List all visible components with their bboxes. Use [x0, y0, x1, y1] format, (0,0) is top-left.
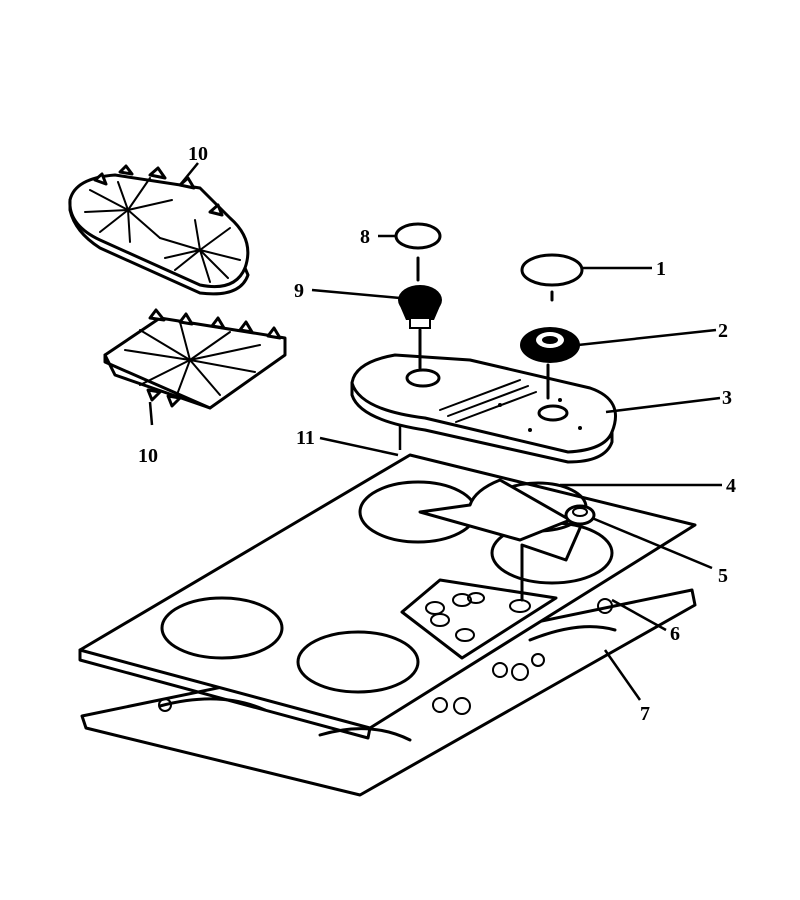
callout-8: 8	[360, 226, 370, 248]
callout-9: 9	[294, 280, 304, 302]
leader-lines	[148, 162, 722, 701]
small-burner-head	[398, 285, 442, 370]
callout-1: 1	[656, 258, 666, 280]
large-burner-cap	[520, 253, 584, 302]
fitting	[564, 504, 596, 526]
callout-10-lower: 10	[138, 445, 158, 467]
cooktop-glass	[78, 453, 697, 740]
large-burner-head	[520, 327, 580, 400]
burner-tray	[350, 353, 617, 464]
callout-4: 4	[726, 475, 736, 497]
callout-6: 6	[670, 623, 680, 645]
small-burner-cap	[394, 222, 442, 282]
callout-7: 7	[640, 703, 650, 725]
callout-3: 3	[722, 387, 732, 409]
callout-10-upper: 10	[188, 143, 208, 165]
callout-5: 5	[718, 565, 728, 587]
double-grate-upper	[68, 164, 250, 296]
callout-2: 2	[718, 320, 728, 342]
callout-11: 11	[296, 427, 315, 449]
single-grate-lower	[103, 308, 287, 410]
